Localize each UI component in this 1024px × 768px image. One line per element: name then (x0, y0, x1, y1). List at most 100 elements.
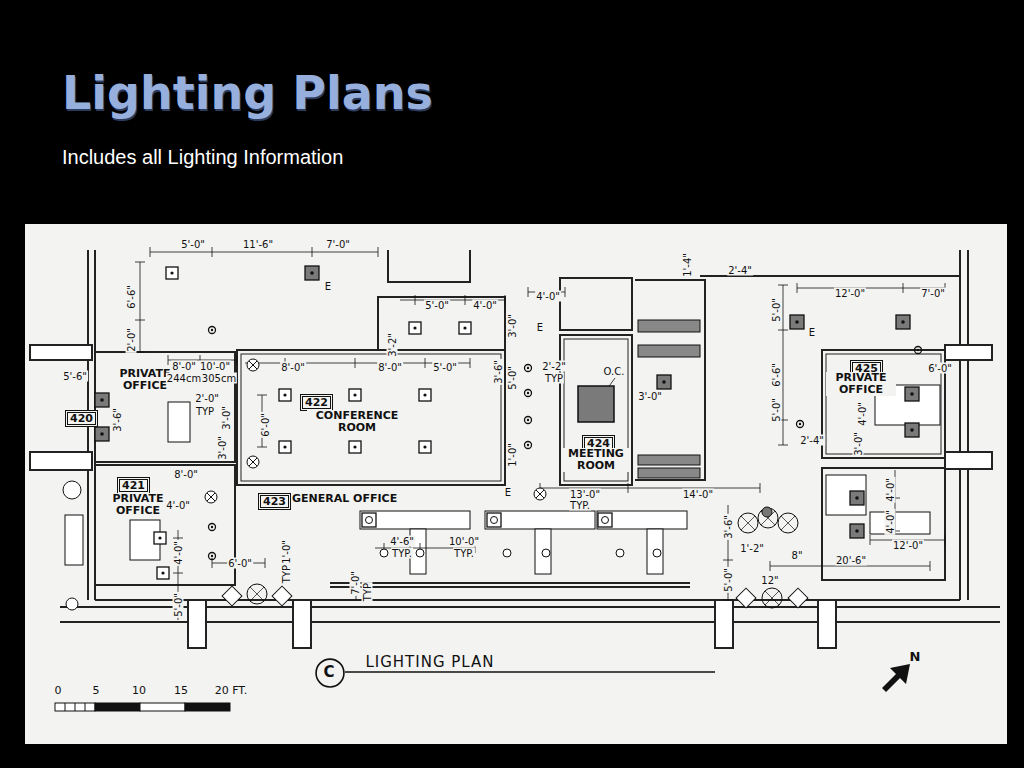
dimension-label: 5'-0" (723, 567, 734, 593)
lounge-light-symbol (222, 586, 242, 606)
north-label: N (909, 651, 922, 662)
dimension-line (173, 530, 183, 620)
note-label: E (504, 487, 512, 498)
dimension-label: 4'-0" (535, 291, 561, 302)
task-light-symbol (416, 549, 424, 557)
downlight-symbol (154, 267, 471, 579)
emergency-fixture-symbol (896, 315, 910, 329)
lounge-light-symbol (788, 588, 808, 608)
scale-bar (55, 703, 230, 711)
emergency-fixture-symbol (305, 266, 319, 280)
dimension-label: 5'-0" (507, 365, 518, 391)
exit-light-symbol (205, 359, 546, 503)
task-light-symbol (598, 513, 612, 527)
wall-line (818, 600, 836, 648)
wall-line (30, 345, 92, 360)
dimension-label: 8'-0" (171, 361, 197, 372)
dimension-label: 12'-0" (892, 540, 924, 551)
dimension-label: 3'-0" (217, 435, 228, 461)
wall-line (241, 354, 501, 481)
dimension-label: 13'-0" (569, 489, 601, 500)
dimension-label: 5'-0" (771, 297, 782, 323)
dimension-label: 6'-6" (126, 284, 137, 310)
note-label: TYP (544, 373, 564, 384)
note-label: TYP (362, 582, 373, 602)
scale-bar (140, 703, 185, 711)
downlight-symbol (154, 532, 166, 544)
dimension-label: 2'-0" (194, 393, 220, 404)
dimension-label: 6'-0" (227, 558, 253, 569)
downlight-symbol (166, 267, 178, 279)
furniture (65, 515, 83, 565)
dimension-label: 4'-0" (857, 401, 868, 427)
downlight-symbol (409, 322, 421, 334)
wall-line (388, 250, 470, 282)
wall-washer-symbol (797, 421, 804, 428)
furniture (638, 455, 700, 465)
furniture (638, 468, 700, 478)
dimension-label: 4'-6" (389, 536, 415, 547)
furniture (63, 481, 81, 499)
task-light-symbol (380, 549, 388, 557)
task-light-symbol (542, 549, 550, 557)
emergency-fixture-symbol (657, 375, 671, 389)
room-number: 421 (117, 477, 150, 494)
dimension-label: 4'-0" (165, 500, 191, 511)
dimension-label: 305cm (201, 373, 237, 384)
furniture (168, 402, 190, 442)
exit-light-symbol (205, 491, 217, 503)
dimension-label: 4'-0" (472, 300, 498, 311)
wall-line (237, 350, 505, 485)
section-marker: C (315, 658, 345, 688)
room-number: 423 (258, 493, 291, 510)
downlight-symbol (419, 389, 431, 401)
wall-line (560, 335, 632, 485)
slide-title: Lighting Plans (62, 70, 433, 116)
wall-washer-symbol (525, 365, 532, 372)
lounge-light-symbol (762, 588, 782, 608)
room-number: 422 (300, 394, 333, 411)
wall-line (560, 278, 632, 330)
dimension-label: 3'-6" (112, 407, 123, 433)
scale-bar (95, 703, 140, 711)
dimension-label: 12'-0" (834, 288, 866, 299)
wall-washer-symbol (525, 442, 532, 449)
dimension-label: 3'-2" (387, 332, 398, 358)
dimension-label: 5'-0" (180, 239, 206, 250)
downlight-symbol (349, 389, 361, 401)
wall-line (188, 600, 206, 648)
room-name: MEETING ROOM (562, 448, 630, 472)
lounge-light-symbol (272, 586, 292, 606)
note-label: TYP. (569, 500, 591, 511)
north-arrow (882, 664, 910, 692)
dimension-label: 8" (791, 550, 804, 561)
dimension-label: 14'-0" (682, 489, 714, 500)
furniture (66, 598, 78, 610)
dimension-label: 2'-2" (541, 361, 567, 372)
dimension-label: 2'-4" (727, 265, 753, 276)
dimension-label: 1'-0" (281, 539, 292, 565)
note-label: TYP. (391, 548, 413, 559)
furniture (597, 511, 687, 529)
room-number: 420 (65, 410, 98, 427)
lounge-light-symbol (222, 508, 808, 608)
scale-bar (55, 703, 95, 711)
emergency-fixture-symbol (850, 491, 864, 505)
dimension-label: 5'-0" (173, 592, 184, 618)
title-underline (345, 671, 715, 672)
dimension-label: 5'-0" (771, 397, 782, 423)
wall-line (945, 345, 992, 360)
dimension-line (135, 262, 145, 352)
exit-light-symbol (247, 456, 259, 468)
dimension-label: 3'-0" (853, 431, 864, 457)
dimension-label: 8'-0" (377, 362, 403, 373)
emergency-fixture-symbol (95, 427, 109, 441)
wall-washer-symbol (209, 327, 922, 560)
dimension-label: 11'-6" (242, 239, 274, 250)
dimension-label: 2'-0" (126, 327, 137, 353)
wall-washer-symbol (525, 390, 532, 397)
task-light-symbol (653, 549, 661, 557)
dimension-label: 7'-0" (920, 288, 946, 299)
emergency-fixture-symbol (790, 315, 804, 329)
furniture (638, 320, 700, 332)
